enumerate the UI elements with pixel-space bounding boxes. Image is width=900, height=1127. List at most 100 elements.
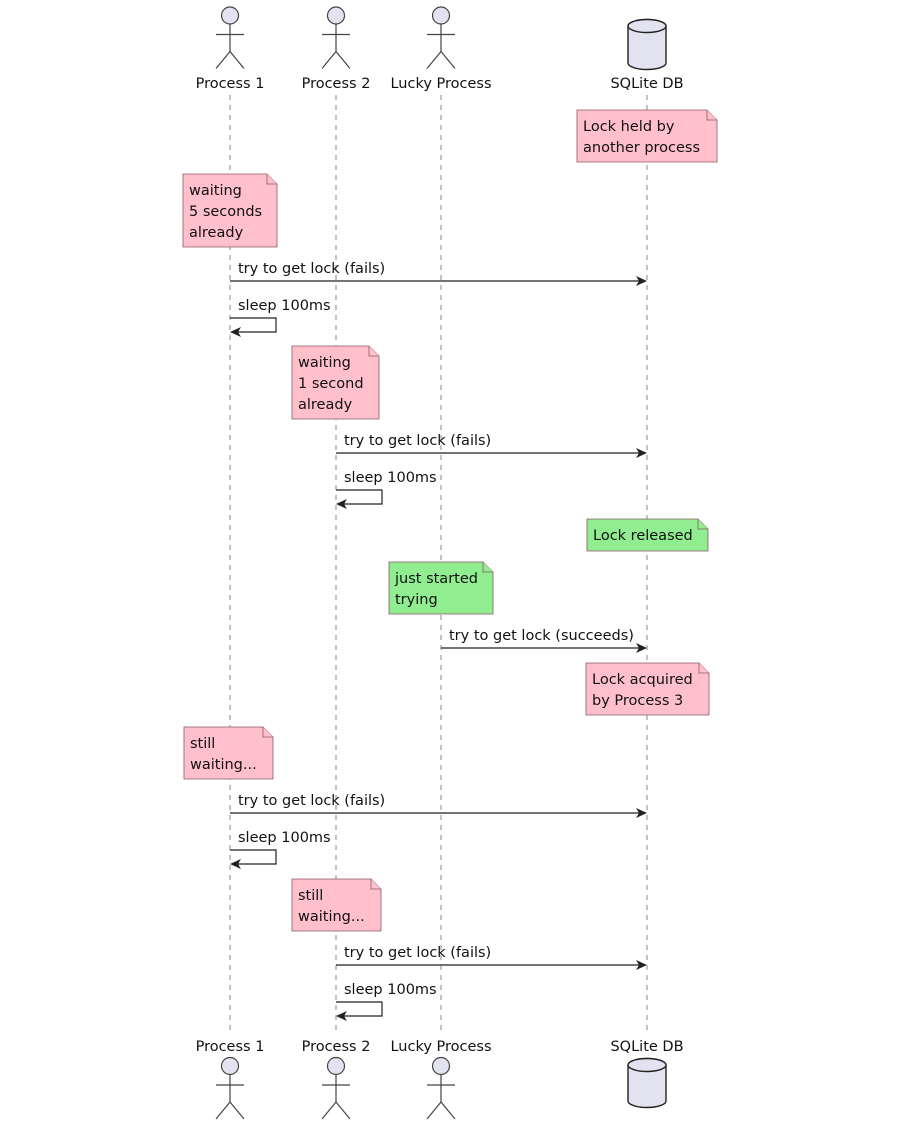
actor-right-leg	[335, 1101, 351, 1120]
participant-label: Process 2	[302, 1039, 371, 1055]
note-waiting: still waiting...	[183, 726, 274, 780]
note-fold-corner	[266, 174, 277, 185]
note-success: Lock released	[586, 518, 709, 552]
participant-p1-actor-icon	[215, 6, 245, 69]
note-text: already	[189, 225, 244, 241]
note-box	[291, 878, 382, 932]
note-text: trying	[395, 592, 438, 608]
note-fold-corner	[370, 879, 381, 890]
arrowhead	[636, 448, 647, 458]
note-text: already	[298, 397, 353, 413]
participant-top-db: SQLite DB	[610, 18, 684, 92]
note-text: 5 seconds	[189, 204, 262, 220]
note-text: just started	[394, 571, 478, 587]
note-text: 1 second	[298, 376, 364, 392]
actor-left-leg	[426, 1101, 442, 1120]
note-waiting: Lock acquired by Process 3	[585, 662, 710, 716]
participant-heads-bottom: Process 1 Process 2 Lucky Process SQLite DB	[196, 1039, 684, 1120]
participant-p2-actor-icon	[321, 1056, 351, 1120]
message-arrow: try to get lock (fails)	[336, 433, 647, 458]
note-fold-corner	[368, 346, 379, 357]
note-text: still	[190, 736, 215, 752]
message-arrow: try to get lock (fails)	[230, 793, 647, 818]
arrowhead	[636, 276, 647, 286]
note-box	[183, 726, 274, 780]
actor-head	[326, 6, 346, 25]
note-text: Lock held by	[583, 119, 675, 135]
actor-right-leg	[229, 1101, 245, 1120]
participant-label: SQLite DB	[610, 1039, 683, 1055]
arrowhead	[230, 327, 241, 337]
participant-top-p3: Lucky Process	[390, 6, 492, 92]
self-message: sleep 100ms	[336, 470, 437, 509]
actor-head	[326, 1056, 346, 1076]
participant-bottom-db: SQLite DB	[610, 1039, 684, 1109]
arrowhead	[636, 643, 647, 653]
note-success: just started trying	[388, 561, 494, 615]
arrowhead	[636, 960, 647, 970]
note-fold-corner	[698, 663, 709, 674]
message-arrow: try to get lock (fails)	[336, 945, 647, 970]
note-waiting: waiting 5 seconds already	[182, 173, 278, 248]
database-icon	[627, 1057, 667, 1109]
message-label: try to get lock (fails)	[344, 433, 491, 449]
self-message: sleep 100ms	[336, 982, 437, 1021]
note-text: waiting	[189, 183, 242, 199]
lifelines	[229, 95, 648, 1033]
arrowhead	[636, 808, 647, 818]
participant-label: Process 1	[196, 1039, 265, 1055]
actor-left-leg	[215, 51, 231, 69]
self-message-line	[336, 489, 383, 505]
participant-p3-actor-icon	[426, 1056, 456, 1120]
self-message-line	[230, 317, 277, 333]
self-message: sleep 100ms	[230, 298, 331, 337]
note-text: waiting...	[190, 757, 257, 773]
actor-right-leg	[335, 51, 351, 69]
participant-heads-top: Process 1 Process 2 Lucky Process SQLite DB	[196, 6, 684, 92]
arrowhead	[336, 1011, 347, 1021]
participant-p1-actor-icon	[215, 1056, 245, 1120]
actor-head	[220, 1056, 240, 1076]
note-text: by Process 3	[592, 693, 683, 709]
self-message-label: sleep 100ms	[238, 830, 331, 846]
note-fold-corner	[482, 562, 493, 573]
actor-left-leg	[426, 51, 442, 69]
arrowhead	[230, 859, 241, 869]
message-label: try to get lock (fails)	[238, 261, 385, 277]
actor-left-leg	[321, 1101, 337, 1120]
database-cap	[627, 1057, 667, 1073]
self-message-label: sleep 100ms	[238, 298, 331, 314]
note-text: waiting...	[298, 909, 365, 925]
self-message-line	[336, 1001, 383, 1017]
actor-left-leg	[215, 1101, 231, 1120]
actor-right-leg	[440, 51, 456, 69]
participant-bottom-p2: Process 2	[302, 1039, 371, 1120]
participant-label: Lucky Process	[390, 1039, 491, 1055]
note-text: Lock acquired	[592, 672, 693, 688]
note-box	[388, 561, 494, 615]
self-message-label: sleep 100ms	[344, 982, 437, 998]
actor-head	[431, 1056, 451, 1076]
actor-head	[220, 6, 240, 25]
participant-label: Process 1	[196, 76, 265, 92]
note-box	[585, 662, 710, 716]
participant-p2-actor-icon	[321, 6, 351, 69]
actor-head	[431, 6, 451, 25]
note-fold-corner	[706, 110, 717, 121]
message-arrow: try to get lock (succeeds)	[441, 628, 647, 653]
diagram-events: Lock held by another process waiting 5 seco…	[182, 109, 718, 1021]
participant-p3-actor-icon	[426, 6, 456, 69]
arrowhead	[336, 499, 347, 509]
participant-top-p2: Process 2	[302, 6, 370, 92]
participant-top-p1: Process 1	[196, 6, 265, 92]
self-message-label: sleep 100ms	[344, 470, 437, 486]
actor-right-leg	[229, 51, 245, 69]
database-icon	[627, 18, 667, 71]
actor-right-leg	[440, 1101, 456, 1120]
note-text: Lock released	[593, 528, 693, 544]
note-box	[182, 173, 278, 248]
message-label: try to get lock (fails)	[344, 945, 491, 961]
note-text: another process	[583, 140, 700, 156]
